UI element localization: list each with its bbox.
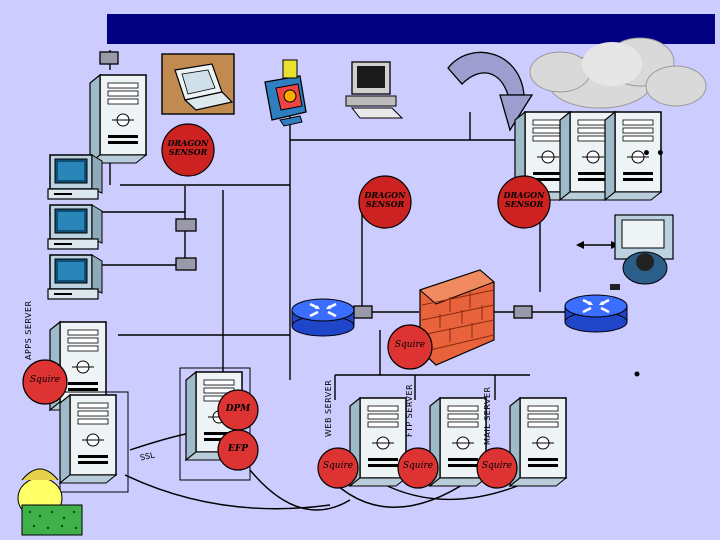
cloud-icon [529,37,707,109]
network-connectors [99,51,533,319]
desktop-computer-icon [47,254,103,300]
squire-badge: Squire [402,461,434,471]
alert-monitor-icon [264,59,307,127]
efp-badge: EFP [227,444,249,454]
apps-server-label: APPS SERVER [24,300,33,360]
title-bar [107,14,715,44]
firewall-icon [419,269,495,366]
laptop-icon [161,53,235,115]
desktop-computer-icon [47,204,103,250]
sensor-balls [161,123,551,229]
server-tower-icon [349,397,407,487]
router-icon [290,297,356,338]
dragon-sensor-label: DRAGON SENSOR [503,190,545,209]
desktop-computer-icon [345,61,404,119]
squire-badge: Squire [481,461,513,471]
squire-badge: Squire [29,375,61,385]
server-tower-icon [89,74,147,164]
client-server-frame [59,391,129,493]
squire-badge: Squire [322,461,354,471]
squire-badge: Squire [394,340,426,350]
web-server-label: WEB SERVER [324,379,333,437]
bullet-dot [634,371,640,377]
person-icon [17,468,83,536]
curved-arrow-icon [447,51,534,132]
mail-server-label: MAIL SERVER [483,386,492,445]
desktop-computer-icon [47,154,103,200]
server-tower-icon [59,394,117,484]
dpm-badge: DPM [225,404,251,414]
dragon-sensor-label: DRAGON SENSOR [167,138,209,157]
ftp-server-label: FTP SERVER [405,383,414,437]
router-icon [563,293,629,334]
ellipsis-label: • • [642,146,665,162]
support-agent-icon [610,214,674,290]
server-tower-icon [509,397,567,487]
squire-balls [22,324,518,489]
dragon-sensor-label: DRAGON SENSOR [364,190,406,209]
